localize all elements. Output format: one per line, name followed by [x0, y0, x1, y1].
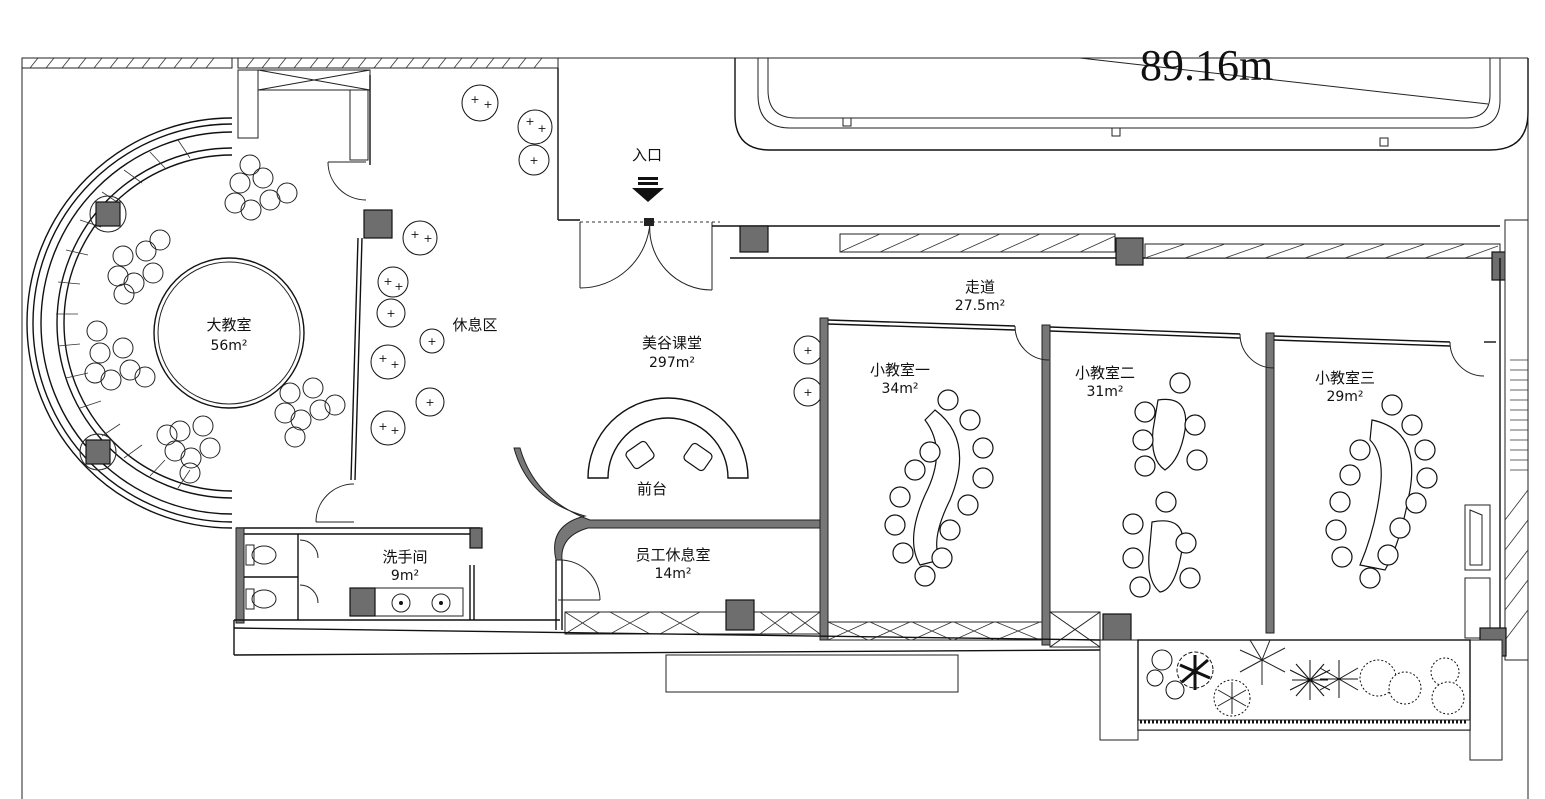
column-icon [1102, 613, 1132, 643]
staff-room-wall [513, 447, 821, 630]
svg-text:+: + [390, 358, 399, 371]
room-area-staff-room: 14m² [654, 566, 691, 582]
entrance-arrow-icon [632, 177, 664, 202]
right-fixtures [1464, 504, 1491, 639]
door-swing-icon [1239, 333, 1275, 369]
planter [1137, 639, 1471, 731]
room-name-small-room-2: 小教室二 [1075, 364, 1135, 382]
room-area-corridor: 27.5m² [955, 298, 1005, 314]
column-icon [363, 209, 393, 239]
column-icon [725, 599, 755, 631]
classroom-2-furniture [1122, 372, 1208, 598]
plant-icon [1289, 660, 1359, 700]
east-stairs [1499, 219, 1529, 661]
room-name-reception: 前台 [637, 480, 667, 498]
door-swing-icon [559, 559, 601, 601]
entrance: 入口 [557, 68, 720, 291]
room-name-restroom: 洗手间 [382, 548, 427, 566]
room-name-small-room-1: 小教室一 [870, 361, 930, 379]
svg-text:+: + [537, 122, 546, 135]
room-area-small-room-3: 29m² [1326, 389, 1363, 405]
partition-wall [315, 75, 393, 523]
svg-text:+: + [410, 228, 419, 241]
reception-desk [587, 397, 749, 479]
room-name-staff-room: 员工休息室 [635, 546, 710, 564]
room-name-small-room-3: 小教室三 [1315, 369, 1375, 387]
toilet-icon [245, 588, 277, 610]
sink-icon [431, 593, 451, 613]
door-swing-icon [299, 584, 319, 604]
room-area-small-room-1: 34m² [881, 381, 918, 397]
flower-tables [84, 154, 346, 484]
svg-text:+: + [383, 275, 392, 288]
entrance-label: 入口 [632, 146, 662, 164]
small-classroom-walls [819, 317, 1496, 646]
classroom-3-furniture [1325, 394, 1438, 589]
room-area-small-room-2: 31m² [1086, 384, 1123, 400]
door-swing-icon [315, 483, 355, 523]
svg-text:+: + [803, 386, 812, 399]
room-name-corridor: 走道 [965, 278, 995, 296]
column-icon [95, 201, 121, 227]
svg-text:+: + [803, 344, 812, 357]
room-name-lounge: 休息区 [452, 316, 497, 334]
svg-text:+: + [423, 232, 432, 245]
top-dimension-label: 89.16m [1140, 41, 1273, 90]
svg-text:+: + [425, 396, 434, 409]
classroom-1-furniture [884, 389, 994, 587]
plant-icon [1430, 657, 1465, 715]
door-swing-icon [299, 539, 319, 559]
column-icon [739, 225, 769, 253]
room-name-main-hall: 美谷课堂 [642, 334, 702, 352]
svg-text:+: + [525, 115, 534, 128]
svg-text:+: + [529, 154, 538, 167]
sink-icon [391, 593, 411, 613]
room-area-big-classroom: 56m² [210, 338, 247, 354]
pool-outline [734, 57, 1529, 151]
svg-text:+: + [470, 93, 479, 106]
plant-icon [1213, 679, 1251, 717]
restroom [235, 527, 483, 624]
svg-text:+: + [386, 307, 395, 320]
top-wall-strip [21, 57, 559, 69]
svg-text:+: + [427, 335, 436, 348]
svg-text:+: + [390, 424, 399, 437]
door-swing-icon [1014, 325, 1050, 361]
column-icon [1115, 237, 1144, 266]
curved-wall [26, 117, 233, 529]
door-swing-icon [649, 221, 713, 291]
lounge-stools: ++ +++ ++ +++ ++ ++ ++ ++ [370, 84, 823, 446]
svg-text:+: + [483, 98, 492, 111]
door-swing-icon [1449, 341, 1485, 377]
svg-text:+: + [378, 352, 387, 365]
door-swing-icon [579, 221, 651, 289]
plant-icon [1146, 649, 1185, 700]
column-icon [349, 587, 376, 617]
corridor-north-wall [712, 225, 1521, 281]
south-wall [233, 599, 1507, 761]
room-area-main-hall: 297m² [649, 355, 695, 371]
plant-icon [1359, 659, 1422, 705]
room-area-restroom: 9m² [391, 568, 419, 584]
room-name-big-classroom: 大教室 [206, 316, 251, 334]
door-swing-icon [327, 161, 367, 201]
svg-text:+: + [394, 280, 403, 293]
plant-icon [1239, 639, 1286, 685]
svg-text:+: + [378, 420, 387, 433]
column-icon [85, 439, 111, 465]
plant-icon [1176, 651, 1214, 690]
round-table [153, 257, 305, 409]
toilet-icon [245, 544, 277, 566]
